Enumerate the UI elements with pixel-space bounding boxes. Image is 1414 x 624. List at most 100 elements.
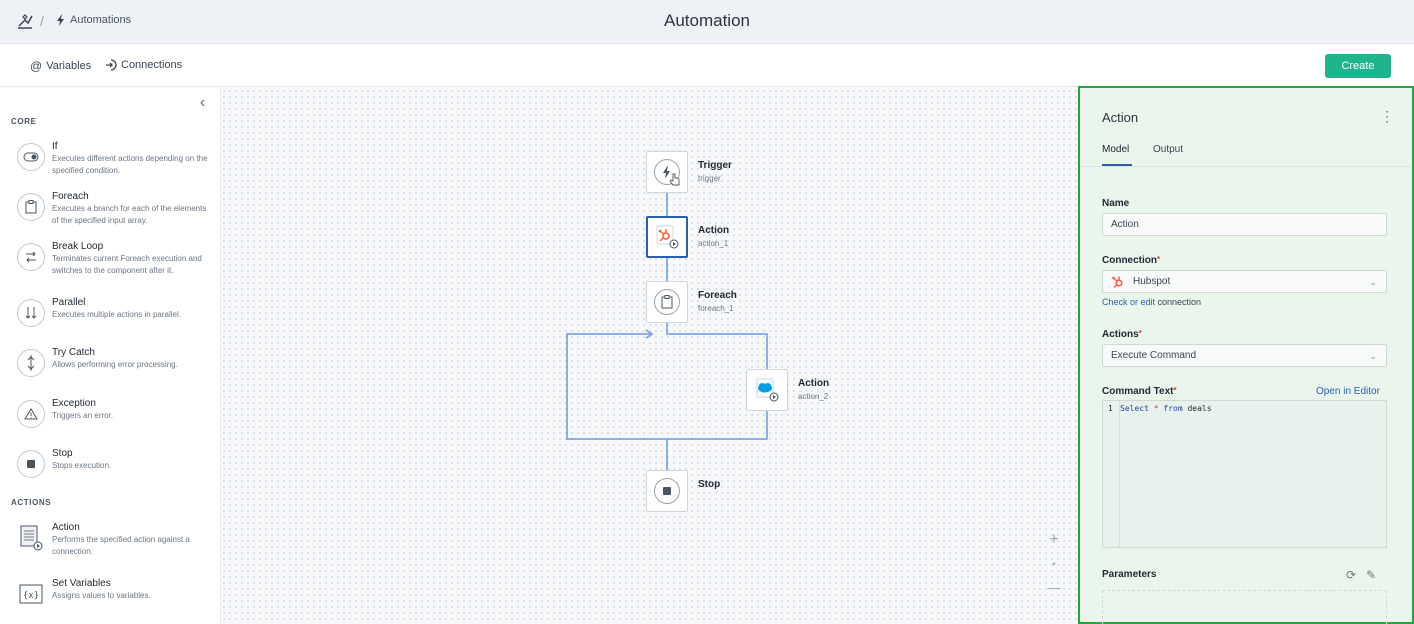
clipboard-icon [654,289,680,315]
create-button[interactable]: Create [1325,54,1391,78]
svg-text:{x}: {x} [23,591,39,601]
code-token: Select [1120,404,1149,413]
connection-select[interactable]: Hubspot ⌄ [1102,270,1387,293]
parameters-box[interactable] [1102,590,1387,624]
breadcrumb-label: Automations [70,14,132,26]
action1-node-sub: action_1 [698,239,729,248]
parallel-icon [17,299,45,327]
palette-item-title: Break Loop [52,241,104,252]
actions-label-text: Actions [1102,329,1139,340]
palette-item-desc: Performs the specified action against a … [52,535,190,556]
connections-link[interactable]: Connections [105,59,182,71]
required-marker: * [1157,255,1161,264]
action-doc-icon [17,524,45,552]
variables-icon: {x} [17,580,45,608]
zoom-controls: + • — [1041,532,1067,596]
palette-item-title: Stop [52,448,73,459]
variables-link[interactable]: @ Variables [30,59,91,73]
core-section-label: CORE [11,117,37,126]
properties-panel: Action ⋮ Model Output Name Action Connec… [1078,86,1414,624]
stop-node[interactable] [646,470,688,512]
active-tab-indicator [1102,164,1132,166]
clipboard-icon [17,193,45,221]
connection-label-text: Connection [1102,255,1157,266]
stop-icon [17,450,45,478]
lightning-icon [57,14,64,26]
palette-item-title: Parallel [52,297,86,308]
actions-label: Actions* [1102,329,1142,340]
command-text-label-text: Command Text [1102,386,1174,397]
action2-node[interactable] [746,369,788,411]
breadcrumb-automations[interactable]: Automations [56,14,131,26]
command-text-label: Command Text* [1102,386,1177,397]
name-label: Name [1102,198,1130,209]
panel-title: Action [1102,110,1139,125]
palette-item-title: Action [52,522,80,533]
open-in-editor-link[interactable]: Open in Editor [1316,386,1380,397]
stop-icon [654,478,680,504]
command-text-editor[interactable]: 1 Select * from deals [1102,400,1387,548]
at-sign-icon: @ [30,59,43,73]
zoom-reset-icon[interactable]: • [1052,559,1056,569]
warning-icon [17,400,45,428]
code-token: deals [1187,404,1212,413]
variables-label: Variables [46,60,92,72]
foreach-node[interactable] [646,281,688,323]
palette-item-desc: Executes multiple actions in parallel. [52,310,181,319]
sub-toolbar: @ Variables Connections Create [0,45,1414,87]
parameters-actions: ⟳ ✎ [1346,568,1376,582]
collapse-chevron-icon[interactable]: ‹ [200,94,206,111]
component-palette: ‹ CORE If Executes different actions dep… [0,88,221,624]
breadcrumb-separator: / [40,13,44,29]
tab-output[interactable]: Output [1153,144,1184,155]
tab-divider [1080,166,1412,167]
chevron-down-icon: ⌄ [1369,277,1377,287]
palette-item-desc: Terminates current Foreach execution and… [52,254,202,275]
name-field-value: Action [1111,219,1139,230]
trigger-node[interactable] [646,151,688,193]
code-line-text: Select * from deals [1120,404,1212,413]
palette-item-desc: Executes different actions depending on … [52,154,208,175]
trigger-node-sub: trigger [698,174,721,183]
foreach-node-label: Foreach [698,290,737,301]
tab-model[interactable]: Model [1102,144,1130,155]
check-connection-rest: connection [1155,297,1202,307]
action2-node-label: Action [798,378,830,389]
hubspot-action-icon [656,225,679,249]
palette-item-title: Try Catch [52,347,95,358]
required-marker: * [1138,329,1142,338]
salesforce-action-icon [756,378,779,402]
palette-item-title: Exception [52,398,96,409]
action1-node[interactable] [646,216,688,258]
page-title: Automation [664,11,750,30]
trigger-node-label: Trigger [698,160,732,171]
palette-item-title: Set Variables [52,578,111,589]
editor-code-line: Select * from deals [1120,404,1212,413]
code-token: from [1163,404,1183,413]
refresh-icon[interactable]: ⟳ [1346,568,1357,582]
name-field[interactable]: Action [1102,213,1387,236]
required-marker: * [1173,386,1177,395]
action2-node-sub: action_2 [798,392,829,401]
edit-pencil-icon[interactable]: ✎ [1366,568,1377,582]
palette-item-desc: Allows performing error processing. [52,360,178,369]
palette-item-desc: Triggers an error. [52,411,114,420]
connection-select-value: Hubspot [1133,276,1171,287]
parameters-label: Parameters [1102,569,1157,580]
palette-item-desc: Stops execution. [52,461,112,470]
palette-item-desc: Assigns values to variables. [52,591,151,600]
logo-icon[interactable] [16,12,34,30]
actions-select[interactable]: Execute Command ⌄ [1102,344,1387,367]
more-options-icon[interactable]: ⋮ [1380,108,1394,124]
toggle-icon [17,143,45,171]
action1-node-label: Action [698,225,730,236]
check-edit-connection-link[interactable]: Check or edit [1102,297,1156,307]
zoom-in-icon[interactable]: + [1049,531,1059,548]
connections-label: Connections [121,59,183,71]
zoom-out-icon[interactable]: — [1047,580,1061,595]
try-catch-icon [17,349,45,377]
editor-gutter [1103,401,1120,547]
flow-canvas[interactable]: Trigger trigger Action action_1 Foreach … [221,88,1078,624]
actions-select-value: Execute Command [1111,350,1197,361]
break-loop-icon [17,243,45,271]
